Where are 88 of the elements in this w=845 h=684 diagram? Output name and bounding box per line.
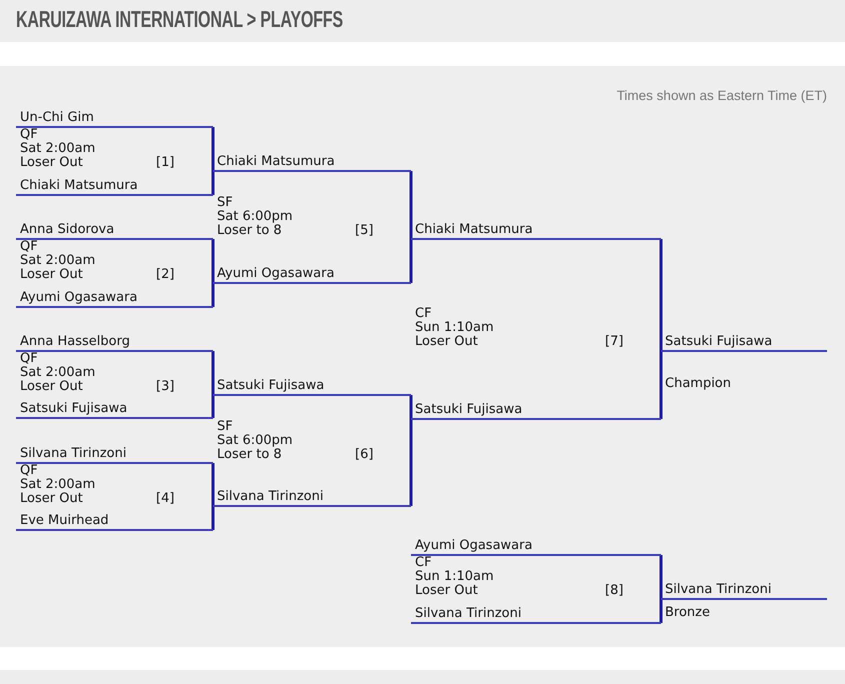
bracket-slot <box>16 290 213 308</box>
player-name: Silvana Tirinzoni <box>665 582 772 597</box>
bracket-connector <box>212 351 214 396</box>
player-name: Satsuki Fujisawa <box>415 402 522 417</box>
bracket-slot <box>213 154 411 172</box>
match-time: Sat 2:00am <box>20 478 96 492</box>
bracket-slot <box>213 489 411 507</box>
bracket-slot <box>16 446 213 464</box>
timezone-note: Times shown as Eastern Time (ET) <box>616 88 827 104</box>
match-time: Sat 6:00pm <box>217 434 293 448</box>
placement-label: Champion <box>665 377 732 391</box>
bracket-slot <box>411 538 661 556</box>
match-time: Sun 1:10am <box>415 321 494 335</box>
bracket-connector <box>212 282 214 307</box>
bracket-connector <box>410 395 412 420</box>
match-number: [5] <box>355 224 374 238</box>
bracket-slot <box>16 178 213 196</box>
loser-rule: Loser Out <box>20 268 83 282</box>
bracket-slot <box>661 334 827 352</box>
round-label: QF <box>20 128 38 142</box>
player-name: Anna Hasselborg <box>20 334 130 349</box>
loser-rule: Loser to 8 <box>217 224 282 238</box>
player-name: Chiaki Matsumura <box>20 178 138 193</box>
bracket-connector <box>660 350 662 419</box>
player-name: Silvana Tirinzoni <box>20 446 126 461</box>
bracket-slot <box>16 110 213 128</box>
round-label: QF <box>20 464 38 478</box>
loser-rule: Loser Out <box>20 380 83 394</box>
bracket-connector <box>410 238 412 283</box>
match-time: Sat 2:00am <box>20 142 96 156</box>
bracket-connector <box>212 239 214 284</box>
page-title: KARUIZAWA INTERNATIONAL > PLAYOFFS <box>16 6 343 32</box>
round-label: SF <box>217 196 233 210</box>
player-name: Chiaki Matsumura <box>217 154 335 169</box>
bracket-slot <box>411 222 661 240</box>
bracket-slot <box>213 266 411 284</box>
match-time: Sat 6:00pm <box>217 210 293 224</box>
match-time: Sun 1:10am <box>415 570 494 584</box>
match-number: [2] <box>156 268 174 282</box>
bracket-slot <box>16 513 213 531</box>
bracket-connector <box>212 170 214 195</box>
loser-rule: Loser Out <box>20 156 83 170</box>
player-name: Ayumi Ogasawara <box>415 538 532 553</box>
match-number: [6] <box>355 448 374 462</box>
player-name: Silvana Tirinzoni <box>217 489 324 504</box>
match-number: [7] <box>605 335 624 349</box>
player-name: Ayumi Ogasawara <box>217 266 334 281</box>
bracket-slot <box>411 402 661 420</box>
bracket-connector <box>660 239 662 352</box>
player-name: Eve Muirhead <box>20 513 109 528</box>
loser-rule: Loser Out <box>415 335 478 349</box>
bracket-connector <box>212 504 214 530</box>
bracket-connector <box>212 463 214 508</box>
loser-rule: Loser Out <box>20 492 83 506</box>
player-name: Ayumi Ogasawara <box>20 290 138 305</box>
player-name: Silvana Tirinzoni <box>415 606 522 621</box>
loser-rule: Loser Out <box>415 584 478 598</box>
player-name: Chiaki Matsumura <box>415 222 533 237</box>
bracket-connector <box>660 598 662 623</box>
match-number: [3] <box>156 380 174 394</box>
bracket-connector <box>212 394 214 418</box>
round-label: CF <box>415 307 432 321</box>
bracket-connector <box>410 171 412 240</box>
match-time: Sat 2:00am <box>20 254 96 268</box>
player-name: Satsuki Fujisawa <box>665 334 772 349</box>
bracket-slot <box>16 401 213 419</box>
match-number: [4] <box>156 492 174 506</box>
match-number: [8] <box>605 584 624 598</box>
player-name: Anna Sidorova <box>20 222 114 237</box>
round-label: QF <box>20 352 38 366</box>
bracket-slot <box>661 582 827 600</box>
round-label: SF <box>217 420 233 434</box>
match-number: [1] <box>156 156 174 170</box>
round-label: QF <box>20 240 38 254</box>
bracket-connector <box>410 418 412 506</box>
bracket-slot <box>213 378 411 396</box>
bracket-connector <box>660 555 662 600</box>
player-name: Satsuki Fujisawa <box>217 378 324 393</box>
loser-rule: Loser to 8 <box>217 448 282 462</box>
placement-label: Bronze <box>665 606 710 620</box>
bracket-connector <box>212 127 214 172</box>
round-label: CF <box>415 556 432 570</box>
match-time: Sat 2:00am <box>20 366 96 380</box>
bracket-slot <box>16 334 213 352</box>
player-name: Satsuki Fujisawa <box>20 401 128 416</box>
player-name: Un-Chi Gim <box>20 110 94 125</box>
bracket-slot <box>411 606 661 624</box>
bracket-slot <box>16 222 213 240</box>
